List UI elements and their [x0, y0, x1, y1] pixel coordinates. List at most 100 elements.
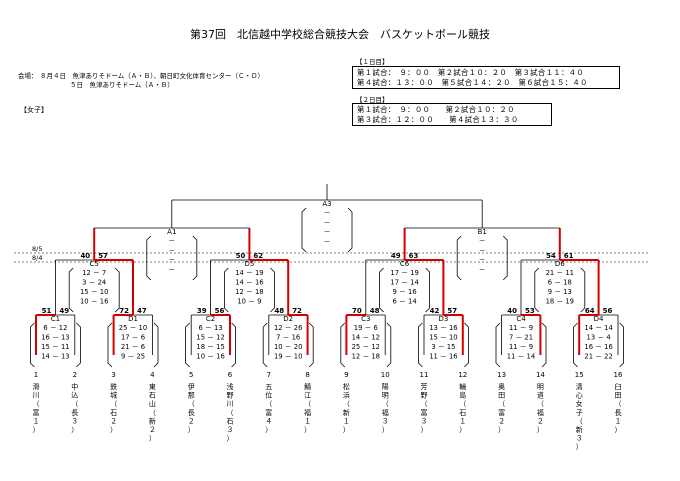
r1-D2-quarter-2: 7 － 16: [276, 334, 300, 342]
team-name-char: 道: [537, 391, 544, 400]
r1-D4-code: D4: [594, 315, 604, 323]
team-number-1: 1: [34, 371, 38, 379]
r2-D5-bracket-left: [224, 267, 229, 313]
r3-B1-code: B1: [478, 228, 487, 236]
team-name-char: 川: [227, 400, 234, 408]
r1-D2-quarter-1: 12 － 26: [274, 324, 302, 332]
team-name-char: （: [71, 400, 78, 408]
r2-score-right-D6: 61: [564, 252, 574, 260]
team-number-7: 7: [267, 371, 271, 379]
r1-C1-code: C1: [51, 315, 60, 323]
r3-A1-quarter-1: －: [168, 237, 175, 245]
team-name-char: （: [149, 409, 156, 417]
r2-C5-bracket-left: [68, 267, 74, 313]
team-number-16: 16: [614, 371, 623, 379]
team-name-char: 新: [149, 416, 156, 425]
r1-D4-quarter-1: 14 － 14: [584, 324, 612, 332]
team-name-char: ２: [110, 417, 117, 425]
r3-A1-bracket-left: [146, 235, 152, 281]
final-A3-quarter-2: －: [324, 219, 331, 227]
team-name-char: ３: [576, 435, 583, 443]
team-name-char: 田: [615, 392, 622, 400]
team-name-char: （: [459, 400, 466, 408]
team-name-char: ）: [71, 426, 78, 434]
r2-C6-quarter-4: 6 － 14: [393, 298, 417, 306]
team-name-char: （: [227, 409, 234, 417]
r1-C4-quarter-1: 11 － 9: [509, 324, 533, 332]
r1-C1-quarter-1: 6 － 12: [43, 324, 67, 332]
team-number-13: 13: [497, 371, 506, 379]
r1-score-left-D1: 72: [119, 307, 129, 315]
r1-D3-quarter-2: 15 － 10: [429, 334, 457, 342]
team-name-char: 富: [421, 408, 428, 417]
r1-C2-bracket-right: [231, 322, 236, 368]
r1-C1-quarter-4: 14 － 13: [41, 353, 69, 361]
team-name-char: ２: [537, 417, 544, 425]
team-number-15: 15: [575, 371, 584, 379]
r3-A1-quarter-4: －: [168, 266, 175, 274]
r1-D1-quarter-3: 21 － 6: [121, 343, 145, 351]
r1-C1-bracket-left: [30, 322, 35, 368]
team-name-char: 石: [110, 409, 117, 417]
team-name-char: ）: [421, 426, 428, 434]
r1-D1-code: D1: [128, 315, 138, 323]
team-name-char: 新: [576, 425, 583, 434]
team-name-char: 福: [537, 408, 544, 417]
r1-score-right-C2: 56: [215, 307, 225, 315]
r2-C5-bracket-right: [114, 267, 120, 313]
r3-B1-quarter-4: －: [479, 266, 486, 274]
day2-schedule-box: 第１試合： ９：００ 第２試合１０：２０ 第３試合：１２：００ 第４試合１３：３…: [352, 103, 552, 126]
r2-C5-quarter-2: 3 － 24: [82, 279, 106, 287]
team-name-char: 富: [33, 408, 40, 417]
final-A3-bracket-left: [301, 207, 307, 253]
r1-score-left-C4: 40: [507, 307, 517, 315]
day2-schedule-row-1: 第１試合： ９：００ 第２試合１０：２０: [357, 105, 515, 114]
r1-C1-bracket-right: [76, 322, 81, 368]
r1-score-right-D1: 47: [137, 307, 147, 315]
r3-B1-quarter-1: －: [479, 237, 486, 245]
team-name-char: １: [33, 417, 40, 425]
team-name-char: ４: [265, 417, 272, 425]
team-name-char: ３: [382, 417, 389, 425]
r1-D3-quarter-1: 13 － 16: [429, 324, 457, 332]
r2-D5-quarter-1: 14 － 19: [235, 269, 263, 277]
r2-score-right-C6: 63: [409, 252, 419, 260]
team-number-2: 2: [73, 371, 77, 379]
r1-score-left-D2: 48: [274, 307, 284, 315]
team-name-char: （: [421, 400, 428, 408]
r2-C5-quarter-1: 12 － 7: [82, 269, 106, 277]
team-name-char: ）: [576, 443, 583, 451]
venue-line-1: ８月４日 魚津ありそドーム（Ａ・Ｂ）、朝日町文化体育センター（Ｃ・Ｄ）: [40, 72, 265, 80]
r3-A1-bracket-right: [192, 235, 198, 281]
team-name-char: ）: [188, 426, 195, 434]
team-name-char: 野: [421, 392, 428, 400]
r2-C5-quarter-4: 10 － 16: [80, 298, 108, 306]
r2-score-right-C5: 57: [98, 252, 108, 260]
team-name-char: ）: [304, 426, 311, 434]
day1-label: 【１日目】: [356, 58, 389, 66]
r1-C4-bracket-left: [495, 322, 501, 368]
r1-C1-quarter-3: 15 － 11: [41, 343, 69, 351]
team-name-char: （: [576, 417, 583, 425]
r2-C5-quarter-3: 15 － 10: [80, 288, 108, 296]
team-name-char: 臼: [615, 382, 622, 391]
venue-line-2: ５日 魚津ありそドーム（Ａ・Ｂ）: [70, 81, 174, 89]
r1-D1-quarter-1: 25 － 10: [119, 324, 147, 332]
team-name-char: 福: [304, 408, 311, 417]
team-name-char: （: [188, 400, 195, 408]
r2-D5-bracket-right: [270, 267, 275, 313]
team-name-char: 滑: [33, 382, 40, 391]
team-name-char: ２: [149, 426, 156, 434]
team-name-char: 奥: [498, 382, 505, 391]
r1-D2-quarter-3: 10 － 20: [274, 343, 302, 351]
r1-score-right-D2: 72: [292, 307, 302, 315]
r1-C3-quarter-3: 25 － 12: [352, 343, 380, 351]
team-name-char: 輪: [459, 382, 466, 391]
r1-D2-code: D2: [283, 315, 293, 323]
day1-schedule-row-2: 第４試合：１３：００ 第５試合１４：２０ 第６試合１５：４０: [357, 77, 588, 87]
r2-score-right-D5: 62: [253, 252, 263, 260]
team-number-11: 11: [420, 371, 429, 379]
r1-C3-quarter-2: 14 － 12: [352, 334, 380, 342]
r1-C2-quarter-3: 18 － 15: [196, 343, 224, 351]
r1-D3-bracket-left: [418, 322, 423, 368]
